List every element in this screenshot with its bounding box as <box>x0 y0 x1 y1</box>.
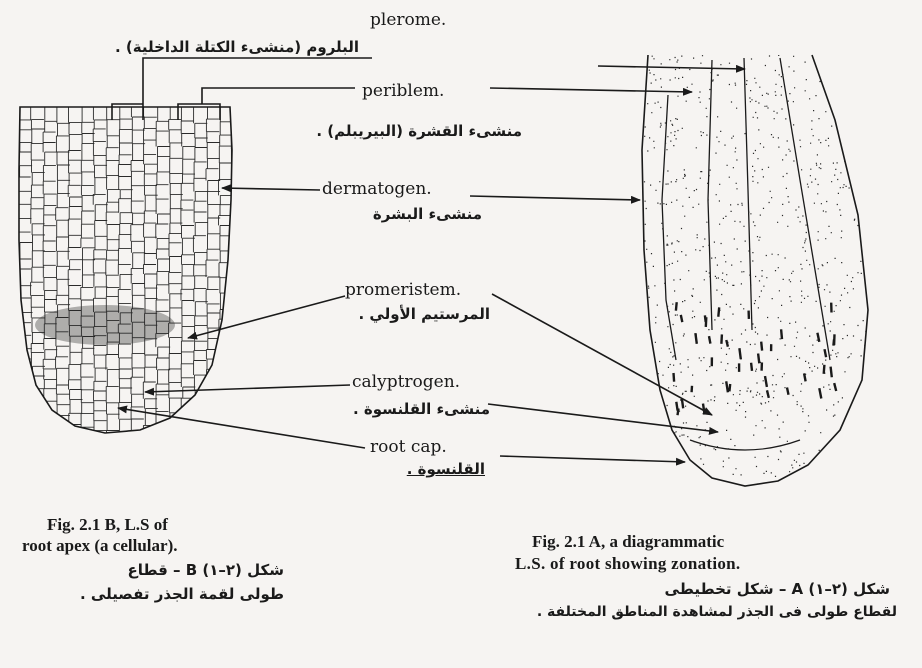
cap-inner-line <box>690 440 800 450</box>
caption-left-line1: Fig. 2.1 B, L.S of <box>47 514 168 535</box>
arrow-calyptrogen-left <box>145 385 350 392</box>
periblem-bracket <box>178 88 355 120</box>
diagram-outline <box>642 55 868 486</box>
label-plerome: plerome. <box>370 11 446 29</box>
label-dermatogen-arabic: منشىء البشرة <box>322 205 482 223</box>
caption-left-arabic1: شكل (٢–١) B – قطاع <box>22 560 284 580</box>
arrow-dermatogen-right <box>470 196 640 200</box>
cell-mesh <box>18 107 245 455</box>
diagram-stipple <box>640 55 871 485</box>
cellular-outline <box>19 107 232 433</box>
arrow-plerome-right <box>598 66 745 69</box>
cellular-root-apex-drawing <box>18 58 372 455</box>
label-periblem: periblem. <box>362 82 444 100</box>
stele-line-left <box>708 60 712 330</box>
cortex-line-right <box>780 58 830 360</box>
label-promeristem: promeristem. <box>345 281 461 299</box>
caption-right-line2: L.S. of root showing zonation. <box>515 553 740 574</box>
label-periblem-arabic: منشىء القشرة (البيريبلم) . <box>282 122 522 140</box>
caption-left-line2: root apex (a cellular). <box>22 535 177 556</box>
label-calyptrogen: calyptrogen. <box>352 373 460 391</box>
caption-right-line1: Fig. 2.1 A, a diagrammatic <box>532 531 724 552</box>
cortex-line-left <box>662 95 676 360</box>
arrow-promeristem-left <box>188 296 345 338</box>
label-calyptrogen-arabic: منشىء القلنسوة . <box>330 400 490 418</box>
label-root-cap: root cap. <box>370 438 447 456</box>
arrow-rootcap-right <box>500 456 685 462</box>
caption-left-arabic2: طولى لقمة الجذر تفصيلى . <box>22 584 284 604</box>
caption-right-arabic2: لقطاع طولى فى الجذر لمشاهدة المناطق المخ… <box>505 602 897 622</box>
label-dermatogen: dermatogen. <box>322 180 432 198</box>
arrow-promeristem-right <box>492 294 712 415</box>
label-root-cap-arabic: القلنسوة . <box>345 460 485 478</box>
arrow-dermatogen-left <box>222 188 320 190</box>
label-promeristem-arabic: المرستيم الأولي . <box>330 305 490 323</box>
label-plerome-arabic: البلروم (منشىء الكتلة الداخلية) . <box>115 38 375 56</box>
arrow-rootcap-left <box>118 408 365 448</box>
stele-line-right <box>744 58 752 330</box>
arrow-periblem-right <box>490 88 692 92</box>
caption-right-arabic1: شكل (٢–١) A – شكل تخطيطى <box>510 579 890 599</box>
plerome-bracket <box>112 58 372 120</box>
diagrammatic-root-drawing <box>640 55 871 486</box>
